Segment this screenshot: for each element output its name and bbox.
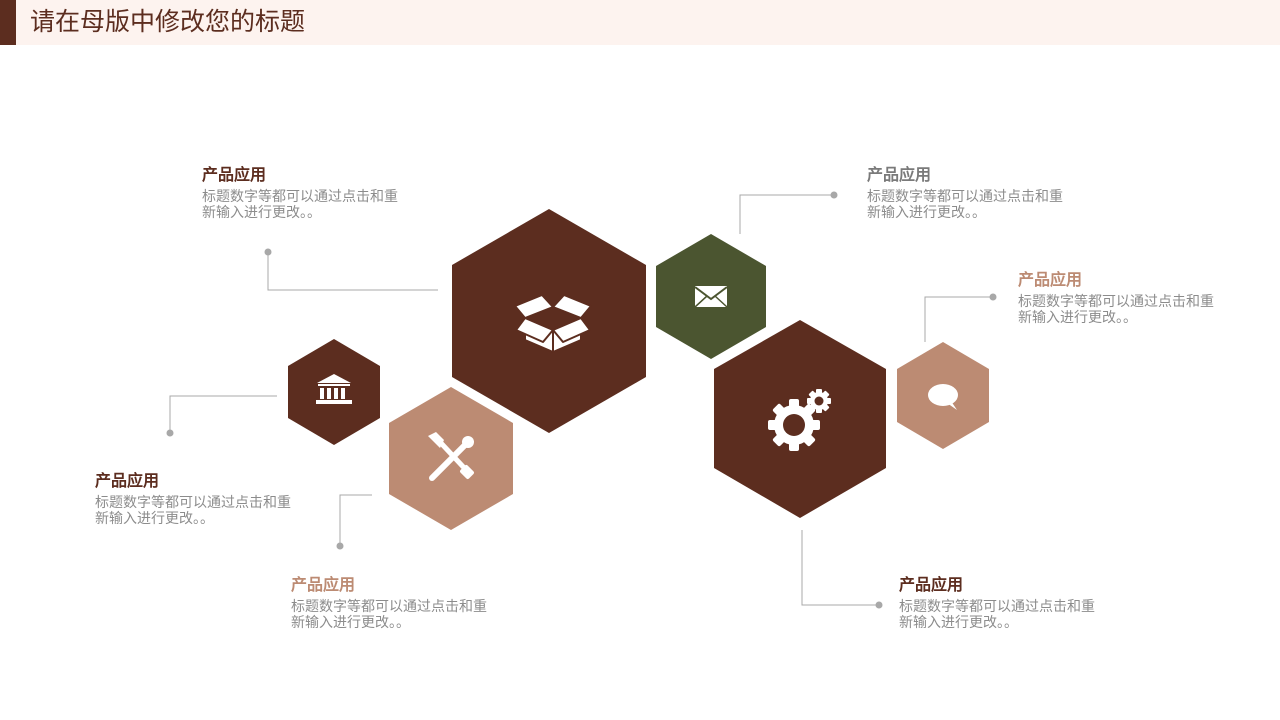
connector-mail (739, 194, 834, 234)
mail-icon (694, 286, 728, 308)
item-description[interactable]: 标题数字等都可以通过点击和重新输入进行更改。。 (867, 189, 1063, 221)
title-accent-bar (0, 0, 16, 45)
connector-dot (875, 601, 883, 609)
connector-gears (801, 530, 879, 606)
item-box-text: 产品应用 标题数字等都可以通过点击和重新输入进行更改。。 (202, 165, 422, 221)
item-title[interactable]: 产品应用 (867, 165, 932, 184)
item-title[interactable]: 产品应用 (202, 165, 267, 184)
item-description[interactable]: 标题数字等都可以通过点击和重新输入进行更改。。 (202, 189, 398, 221)
box-icon (514, 294, 592, 353)
connector-box (267, 252, 438, 291)
title-bar: 请在母版中修改您的标题 (0, 0, 1280, 45)
connector-dot (830, 191, 838, 199)
connector-dot (166, 429, 174, 437)
item-title[interactable]: 产品应用 (899, 575, 964, 594)
item-description[interactable]: 标题数字等都可以通过点击和重新输入进行更改。。 (95, 495, 291, 527)
connector-dot (336, 542, 344, 550)
tools-icon (428, 432, 474, 481)
item-bank-text: 产品应用 标题数字等都可以通过点击和重新输入进行更改。。 (95, 471, 315, 527)
item-title[interactable]: 产品应用 (291, 575, 356, 594)
item-mail-text: 产品应用 标题数字等都可以通过点击和重新输入进行更改。。 (867, 165, 1087, 221)
page-title[interactable]: 请在母版中修改您的标题 (30, 7, 306, 36)
connector-dot (264, 248, 272, 256)
connector-lines (169, 194, 993, 606)
connector-dots (166, 191, 997, 609)
connector-chat (924, 296, 993, 342)
gears-icon (768, 389, 831, 451)
item-description[interactable]: 标题数字等都可以通过点击和重新输入进行更改。。 (291, 599, 487, 631)
item-tools-text: 产品应用 标题数字等都可以通过点击和重新输入进行更改。。 (291, 575, 511, 631)
item-description[interactable]: 标题数字等都可以通过点击和重新输入进行更改。。 (1018, 294, 1214, 326)
item-chat-text: 产品应用 标题数字等都可以通过点击和重新输入进行更改。。 (1018, 270, 1238, 326)
item-title[interactable]: 产品应用 (1018, 270, 1083, 289)
bank-icon (316, 374, 352, 404)
connector-tools (339, 494, 372, 546)
chat-icon (928, 384, 958, 410)
item-title[interactable]: 产品应用 (95, 471, 160, 490)
item-description[interactable]: 标题数字等都可以通过点击和重新输入进行更改。。 (899, 599, 1095, 631)
connector-dot (989, 293, 997, 301)
connector-bank (169, 395, 277, 433)
item-gears-text: 产品应用 标题数字等都可以通过点击和重新输入进行更改。。 (899, 575, 1119, 631)
